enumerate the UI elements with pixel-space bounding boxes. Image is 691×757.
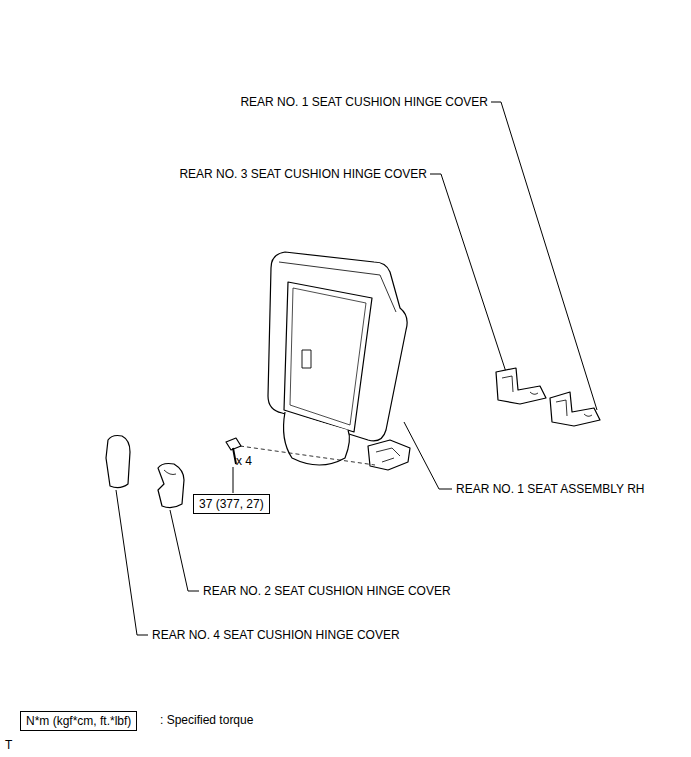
unit-box: N*m (kgf*cm, ft.*lbf) [20, 711, 137, 731]
figure-code: T [5, 738, 12, 752]
part-name: REAR NO. 1 SEAT CUSHION HINGE COVER [240, 95, 488, 109]
leader-line [404, 422, 452, 489]
hinge-cover [158, 464, 184, 508]
seat-hinge [368, 440, 410, 470]
seat-lever [302, 350, 311, 368]
hinge-cover [106, 436, 130, 488]
leader-line [233, 467, 234, 493]
seat-panel [284, 282, 372, 432]
hinge-cover [164, 470, 176, 475]
leader-line [491, 102, 597, 410]
box-text: N*m (kgf*cm, ft.*lbf) [26, 714, 131, 728]
hinge-cover [502, 376, 538, 394]
install-line [240, 446, 375, 465]
box-text: 37 (377, 27) [199, 497, 264, 511]
seat-hinge [376, 448, 400, 462]
quantity-label: x 4 [236, 454, 252, 468]
seat-back [268, 252, 407, 441]
seat-back [279, 262, 396, 312]
bolt [233, 448, 236, 464]
seat-panel [290, 288, 366, 425]
hinge-cover [496, 368, 546, 404]
torque-box: 37 (377, 27) [193, 494, 270, 514]
legend-text: : Specified torque [160, 713, 253, 727]
hinge-cover [550, 392, 600, 426]
leader-line [116, 490, 148, 635]
hinge-cover [556, 400, 592, 416]
leader-line [430, 174, 506, 372]
leader-line [170, 510, 199, 591]
part-name: REAR NO. 1 SEAT ASSEMBLY RH [456, 482, 645, 496]
part-name: REAR NO. 3 SEAT CUSHION HINGE COVER [179, 167, 427, 181]
part-name: REAR NO. 4 SEAT CUSHION HINGE COVER [152, 628, 400, 642]
part-name: REAR NO. 2 SEAT CUSHION HINGE COVER [203, 584, 451, 598]
